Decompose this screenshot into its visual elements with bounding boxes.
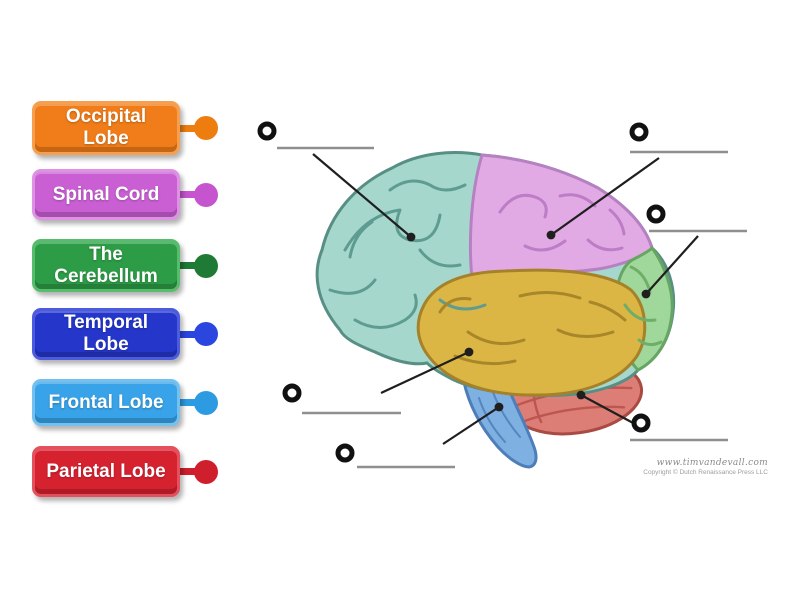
watermark-site: www.timvandevall.com <box>656 458 768 468</box>
label-tile-parietal-lobe[interactable]: Parietal Lobe <box>32 446 180 497</box>
connector-dot[interactable] <box>194 391 218 415</box>
target-drop-ring[interactable] <box>257 121 277 141</box>
label-tile-frontal-lobe[interactable]: Frontal Lobe <box>32 379 180 426</box>
watermark-copyright: Copyright © Dutch Renaissance Press LLC <box>643 469 768 476</box>
connector-stem <box>178 191 197 198</box>
label-text: The Cerebellum <box>54 243 158 287</box>
target-pointer-dot <box>406 232 416 242</box>
label-text: Temporal Lobe <box>63 312 149 355</box>
target-frontal <box>257 121 416 242</box>
frontal-gyri <box>328 179 487 329</box>
target-pointer-line <box>312 153 412 238</box>
target-pointer-dot <box>464 347 474 357</box>
connector-stem <box>178 468 197 475</box>
target-occipital <box>641 204 747 299</box>
connector-dot[interactable] <box>194 116 218 140</box>
connector-stem <box>178 331 197 338</box>
label-text: Frontal Lobe <box>48 391 164 413</box>
connector-stem <box>178 125 197 132</box>
target-pointer-line <box>645 235 699 295</box>
target-temporal <box>282 347 474 415</box>
target-pointer-line <box>580 394 636 425</box>
target-pointer-dot <box>494 402 504 412</box>
parietal-gyri <box>498 193 626 252</box>
target-pointer-line <box>442 406 500 445</box>
target-pointer-dot <box>546 230 556 240</box>
target-cerebellum <box>576 390 728 442</box>
temporal-gyri <box>438 291 627 366</box>
target-spinal-cord <box>335 402 504 469</box>
connector-dot[interactable] <box>194 254 218 278</box>
label-text: Parietal Lobe <box>46 460 166 482</box>
target-pointer-dot <box>641 289 651 299</box>
target-parietal <box>546 122 728 240</box>
label-tile-temporal-lobe[interactable]: Temporal Lobe <box>32 308 180 360</box>
target-drop-ring[interactable] <box>646 204 666 224</box>
connector-stem <box>178 262 197 269</box>
target-drop-ring[interactable] <box>335 443 355 463</box>
label-tile-occipital-lobe[interactable]: Occipital Lobe <box>32 101 180 155</box>
target-drop-ring[interactable] <box>282 383 302 403</box>
label-tile-spinal-cord[interactable]: Spinal Cord <box>32 169 180 220</box>
target-pointer-line <box>380 351 470 394</box>
label-tile-the-cerebellum[interactable]: The Cerebellum <box>32 239 180 292</box>
label-text: Occipital Lobe <box>65 106 147 149</box>
connector-stem <box>178 399 197 406</box>
target-pointer-dot <box>576 390 586 400</box>
connector-dot[interactable] <box>194 183 218 207</box>
target-drop-ring[interactable] <box>629 122 649 142</box>
connector-dot[interactable] <box>194 460 218 484</box>
spinal-cord-lines <box>478 389 521 443</box>
label-text: Spinal Cord <box>52 183 160 205</box>
target-pointer-line <box>550 157 660 236</box>
target-drop-ring[interactable] <box>631 413 651 433</box>
connector-dot[interactable] <box>194 322 218 346</box>
watermark: www.timvandevall.com Copyright © Dutch R… <box>540 458 768 476</box>
